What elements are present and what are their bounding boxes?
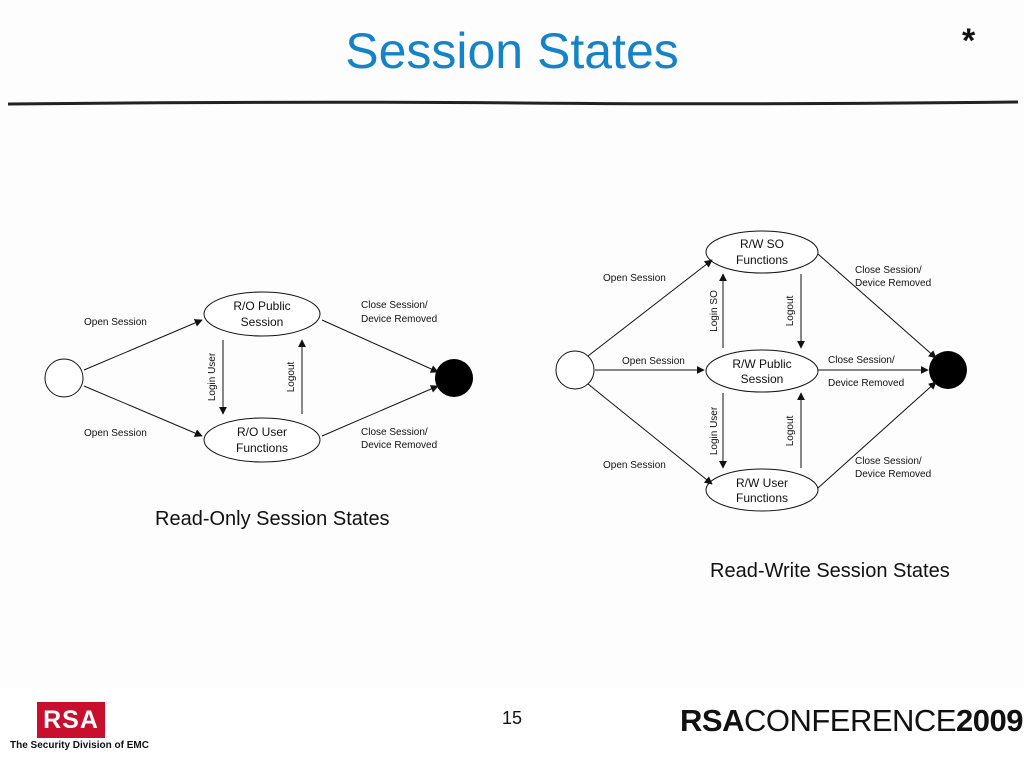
rw-user-functions-state (705, 468, 819, 512)
rw-label-login-so: Login SO (709, 290, 720, 332)
rw-label-login-user: Login User (709, 406, 720, 455)
ro-user-functions-label-line2: Functions (236, 441, 288, 455)
rw-so-functions-label-line2: Functions (736, 253, 788, 267)
rw-label-open-session-bottom: Open Session (603, 460, 666, 471)
asterisk-mark: * (962, 22, 976, 60)
ro-public-session-label-line1: R/O Public (233, 299, 290, 313)
rw-label-logout-user: Logout (785, 415, 796, 446)
rw-label-close-top-line1: Close Session/ (855, 265, 922, 276)
ro-arrow-open-to-user (83, 385, 203, 437)
page-number: 15 (501, 708, 523, 728)
read-only-caption: Read-Only Session States (155, 508, 390, 530)
read-write-diagram: R/W SO Functions R/W Public Session R/W … (555, 230, 967, 512)
ro-label-logout: Logout (286, 361, 297, 392)
ro-label-close-bottom-line2: Device Removed (361, 440, 437, 451)
rw-label-close-mid-line1: Close Session/ (828, 355, 895, 366)
conference-logo-rsa: RSA (680, 703, 744, 738)
ro-start-state (44, 358, 84, 398)
ro-label-close-bottom-line1: Close Session/ (361, 427, 428, 438)
session-state-diagrams: R/O Public Session R/O User Functions Op… (7, 100, 1019, 512)
read-only-diagram: R/O Public Session R/O User Functions Op… (44, 291, 473, 463)
rw-label-close-mid-line2: Device Removed (828, 378, 904, 389)
ro-user-functions-label-line1: R/O User (237, 425, 287, 439)
title-divider (7, 100, 1019, 106)
rw-public-session-label-line1: R/W Public (732, 357, 791, 371)
conference-logo-year: 2009 (955, 703, 1023, 738)
rw-start-state (555, 350, 595, 390)
rw-public-session-label-line2: Session (741, 372, 784, 386)
rsa-tagline: The Security Division of EMC (10, 740, 149, 751)
ro-public-session-label-line2: Session (241, 315, 284, 329)
rw-label-logout-so: Logout (785, 295, 796, 326)
ro-label-close-top-line2: Device Removed (361, 314, 437, 325)
rw-label-close-bottom-line2: Device Removed (855, 469, 931, 480)
rsa-logo: RSA (37, 702, 105, 738)
rw-arrow-so-to-end (817, 253, 937, 359)
ro-label-close-top-line1: Close Session/ (361, 300, 428, 311)
ro-public-session-state (203, 291, 321, 337)
footer-band (0, 688, 1024, 768)
rw-so-functions-state (705, 230, 819, 274)
rw-label-open-session-mid: Open Session (622, 356, 685, 367)
ro-arrow-public-to-end (321, 319, 439, 373)
ro-arrow-user-to-end (321, 385, 439, 437)
rw-user-functions-label-line1: R/W User (736, 476, 788, 490)
ro-label-login-user: Login User (207, 352, 218, 401)
rw-label-open-session-top: Open Session (603, 273, 666, 284)
rw-label-close-top-line2: Device Removed (855, 278, 931, 289)
ro-label-open-session-top: Open Session (84, 317, 147, 328)
rw-arrow-user-to-end (817, 381, 937, 489)
rw-so-functions-label-line1: R/W SO (740, 237, 784, 251)
slide-title: Session States (345, 23, 679, 79)
rw-user-functions-label-line2: Functions (736, 491, 788, 505)
rw-arrow-open-to-so (587, 259, 713, 357)
rw-public-session-state (705, 349, 819, 393)
conference-logo-word: CONFERENCE (743, 703, 957, 738)
ro-label-open-session-bottom: Open Session (84, 428, 147, 439)
rsa-conference-logo: RSACONFERENCE2009 (680, 703, 1023, 739)
rw-label-close-bottom-line1: Close Session/ (855, 456, 922, 467)
ro-arrow-open-to-public (83, 319, 203, 371)
ro-user-functions-state (203, 417, 321, 463)
ro-end-state (435, 359, 473, 397)
rw-end-state (929, 351, 967, 389)
read-write-caption: Read-Write Session States (710, 560, 950, 582)
rw-arrow-open-to-user (587, 383, 713, 485)
